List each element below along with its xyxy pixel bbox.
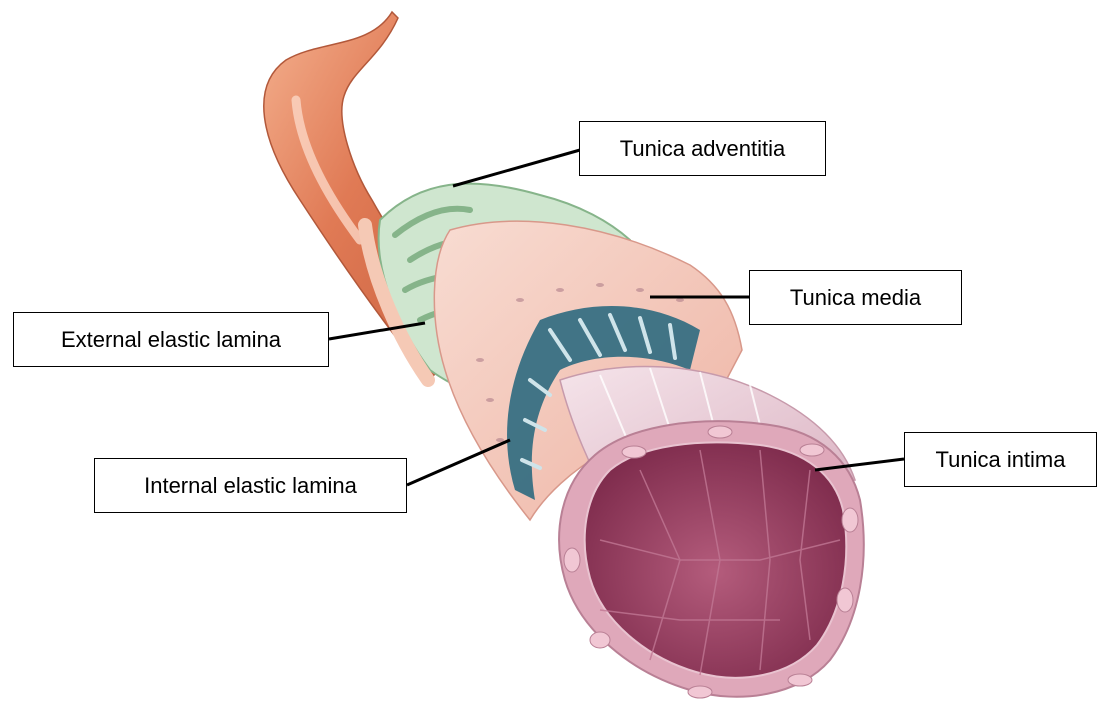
tunica-intima-layer <box>559 366 864 698</box>
label-tunica-media: Tunica media <box>749 270 962 325</box>
label-tunica-intima: Tunica intima <box>904 432 1097 487</box>
label-external-elastic-lamina: External elastic lamina <box>13 312 329 367</box>
leader-line-adventitia <box>453 150 580 186</box>
label-tunica-adventitia: Tunica adventitia <box>579 121 826 176</box>
label-internal-elastic-lamina: Internal elastic lamina <box>94 458 407 513</box>
